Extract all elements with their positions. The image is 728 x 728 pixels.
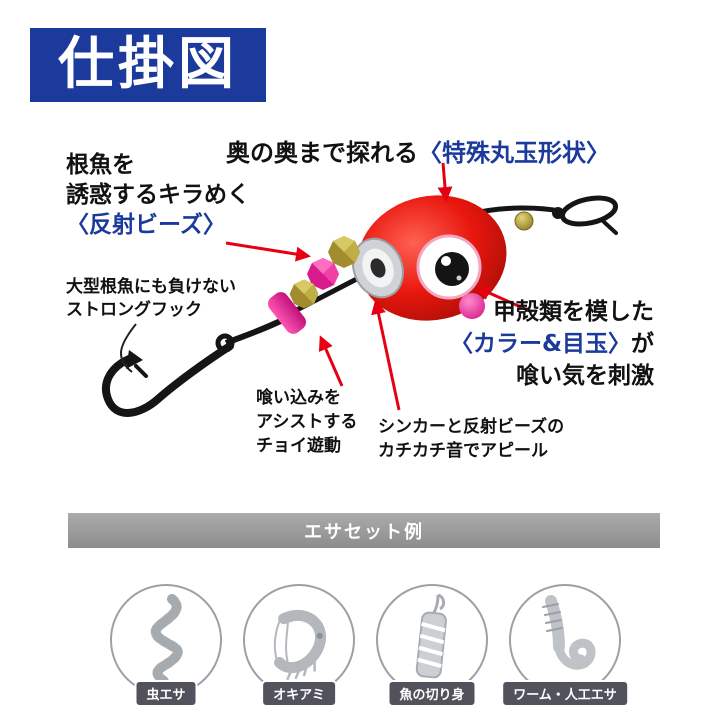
bait-section-header: エサセット例 [68, 513, 660, 548]
bait-label: オキアミ [261, 680, 337, 707]
bait-item-worm: 虫エサ [110, 584, 222, 707]
bait-item-krill: オキアミ [243, 584, 355, 707]
sinker-eye [416, 234, 482, 300]
annotation-slide-line3: チョイ遊動 [256, 436, 341, 456]
worm-bait-icon [150, 594, 183, 686]
annotation-eye-suffix: が [631, 331, 654, 357]
leader-line-and-loop [469, 195, 619, 235]
reflective-beads [289, 236, 360, 309]
bait-label: 虫エサ [134, 680, 198, 707]
bait-label: 魚の切り身 [387, 680, 477, 707]
line-through-beads [285, 265, 380, 318]
annotation-reflective-beads: 根魚を 誘惑するキラめく 〈反射ビーズ〉 [66, 150, 250, 240]
annotation-eye-line2: 〈カラー&目玉〉が [450, 328, 654, 360]
annotation-eye-blue: 〈カラー&目玉〉 [449, 331, 631, 357]
annotation-sliding-action: 喰い込みを アシストする チョイ遊動 [256, 386, 357, 458]
annotation-eye-line3: 喰い気を刺激 [516, 363, 654, 389]
annotation-sinker-line2: カチカチ音でアピール [378, 441, 548, 461]
annotation-slide-line1: 喰い込みを [256, 388, 341, 408]
annotation-sinker-sound: シンカーと反射ビーズの カチカチ音でアピール [378, 415, 564, 463]
annotation-hook-line2: ストロングフック [66, 300, 202, 320]
bait-section-header-text: エサセット例 [304, 521, 424, 543]
knot-gold-bead [514, 211, 534, 231]
bait-item-soft-worm: ワーム・人工エサ [501, 584, 629, 707]
annotation-strong-hook: 大型根魚にも負けない ストロングフック [66, 276, 236, 322]
krill-bait-icon [273, 609, 326, 681]
annotation-beads-line1: 根魚を [66, 152, 135, 178]
hook-pointer-line [120, 323, 137, 373]
annotation-sinker-line1: シンカーと反射ビーズの [378, 417, 565, 437]
annotation-beads-blue: 〈反射ビーズ〉 [66, 212, 226, 238]
annotation-slide-line2: アシストする [256, 412, 358, 432]
bait-label: ワーム・人工エサ [501, 680, 629, 707]
soft-plastic-worm-bait-icon [542, 595, 596, 670]
annotation-round-shape-black: 奥の奥まで探れる [226, 139, 418, 167]
annotation-beads-line2: 誘惑するキラめく [66, 182, 250, 208]
page-title: 仕掛図 [30, 28, 266, 102]
strong-hook [102, 333, 235, 417]
annotation-round-shape: 奥の奥まで探れる〈特殊丸玉形状〉 [226, 133, 610, 168]
pink-sleeve [268, 292, 306, 334]
annotation-eye-line1: 甲殻類を模した [493, 299, 654, 325]
annotation-hook-line1: 大型根魚にも負けない [66, 277, 236, 297]
fish-fillet-bait-icon [415, 593, 447, 679]
bait-item-fillet: 魚の切り身 [376, 584, 488, 707]
page-title-text: 仕掛図 [58, 32, 238, 97]
annotation-color-eye: 甲殻類を模した 〈カラー&目玉〉が 喰い気を刺激 [450, 296, 654, 392]
annotation-round-shape-blue: 〈特殊丸玉形状〉 [418, 139, 610, 167]
